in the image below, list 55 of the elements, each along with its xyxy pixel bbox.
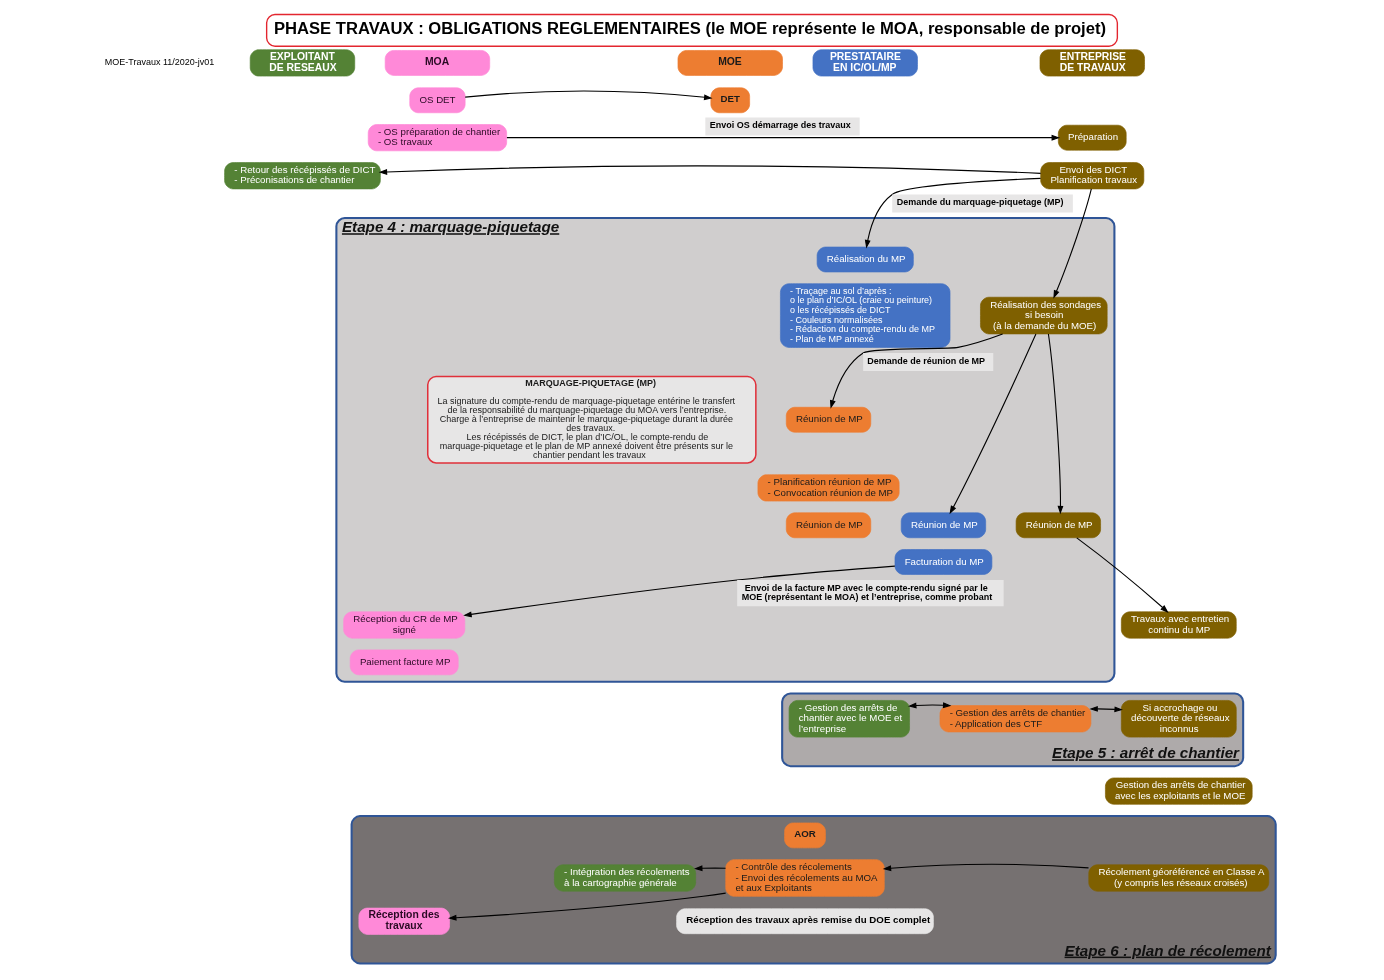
node-box: - Intégration des récolements à la cartographie générale [554,864,696,892]
arrow [864,177,1042,249]
arrow [882,863,1090,872]
node-box: MARQUAGE-PIQUETAGE (MP) La signature du compte-rendu de marquage-piquetage entérine le transfert de la responsabilité du marquage-piquetage du MOA vers l’entreprise. Charge à l’entreprise de maintenir le marquage-piquetage durant la durée des travaux. Les récépissés de DICT, le plan d’IC/OL, le compte-rendu de marquage-piquetage et le plan de MP annexé doivent être présents sur le chantier pendant les travaux [427,375,757,464]
edge-label: Demande du marquage-piquetage (MP) [896,197,1064,208]
node-box: EXPLOITANT DE RESEAUX [249,49,356,77]
node-box: Réalisation des sondages si besoin (à la demande du MOE) [980,296,1108,335]
edge-label: Demande de réunion de MP [867,355,986,366]
node-box: - Gestion des arrêts de chantier avec le MOE et l’entreprise [788,700,910,738]
arrow [506,134,1061,141]
node-box: Facturation du MP [894,549,993,575]
arrow [378,165,1042,175]
node-box: Paiement facture MP [349,649,459,676]
node-box: MOE [677,50,783,76]
node-box: Réunion de MP [785,406,872,433]
node-box: - Gestion des arrêts de chantier - Application des CTF [939,705,1092,733]
node-box: Envoi des DICT Planification travaux [1040,162,1145,190]
arrow [464,90,713,101]
node-box: - Contrôle des récolements - Envoi des récolements au MOA et aux Exploitants [725,859,885,897]
node-box: - Planification réunion de MP - Convocation réunion de MP [757,474,900,502]
edge-label: Envoi de la facture MP avec le compte-rendu signé par le MOE (représentant le MOA) et l’entreprise, comme probant [741,582,993,602]
arrow [1089,705,1123,713]
arrow [463,565,896,618]
node-box: Récolement géoréférencé en Classe A (y compris les réseaux croisés) [1088,864,1270,892]
arrow [1053,188,1092,299]
node-box: AOR [784,822,826,849]
node-box: ENTREPRISE DE TRAVAUX [1039,49,1145,77]
node-box: Réunion de MP [900,512,986,539]
node-box: Réception du CR de MP signé [343,611,466,639]
label: MOE-Travaux 11/2020-jv01 [104,57,215,68]
node-box: PRESTATAIRE EN IC/OL/MP [812,49,918,77]
arrow [694,865,727,872]
diagram-title: PHASE TRAVAUX : OBLIGATIONS REGLEMENTAIRES (le MOE représente le MOA, responsable de projet) [273,18,1107,38]
node-box: Si accrochage ou découverte de réseaux inconnus [1121,700,1237,738]
node-box: - Traçage au sol d’après : o le plan d’IC/OL (craie ou peinture) o les récépissés de DICT - Couleurs normalisées - Rédaction du compte-rendu de MP - Plan de MP annexé [780,283,951,348]
node-box: Travaux avec entretien continu du MP [1121,611,1237,639]
node-box: Réunion de MP [785,512,872,539]
arrow [1076,537,1169,613]
arrow [829,333,1004,409]
arrow [949,333,1037,515]
node-box: Gestion des arrêts de chantier avec les exploitants et le MOE [1105,777,1253,805]
arrow [907,702,952,709]
node-box: Réception des travaux après remise du DOE complet [676,908,934,935]
node-box: OS DET [409,87,466,114]
node-box: Réunion de MP [1015,512,1101,539]
edge-label: Envoi OS démarrage des travaux [709,120,851,131]
node-box: Préparation [1058,124,1127,151]
node-box: MOA [384,50,491,76]
node-box: Réalisation du MP [816,246,914,273]
node-box: - OS préparation de chantier - OS travaux [367,124,507,152]
arrow [448,892,727,921]
arrow [1047,333,1064,515]
node-box: DET [710,87,750,114]
node-box: Réception des travaux [358,907,450,935]
node-box: - Retour des récépissés de DICT - Préconisations de chantier [224,162,381,190]
